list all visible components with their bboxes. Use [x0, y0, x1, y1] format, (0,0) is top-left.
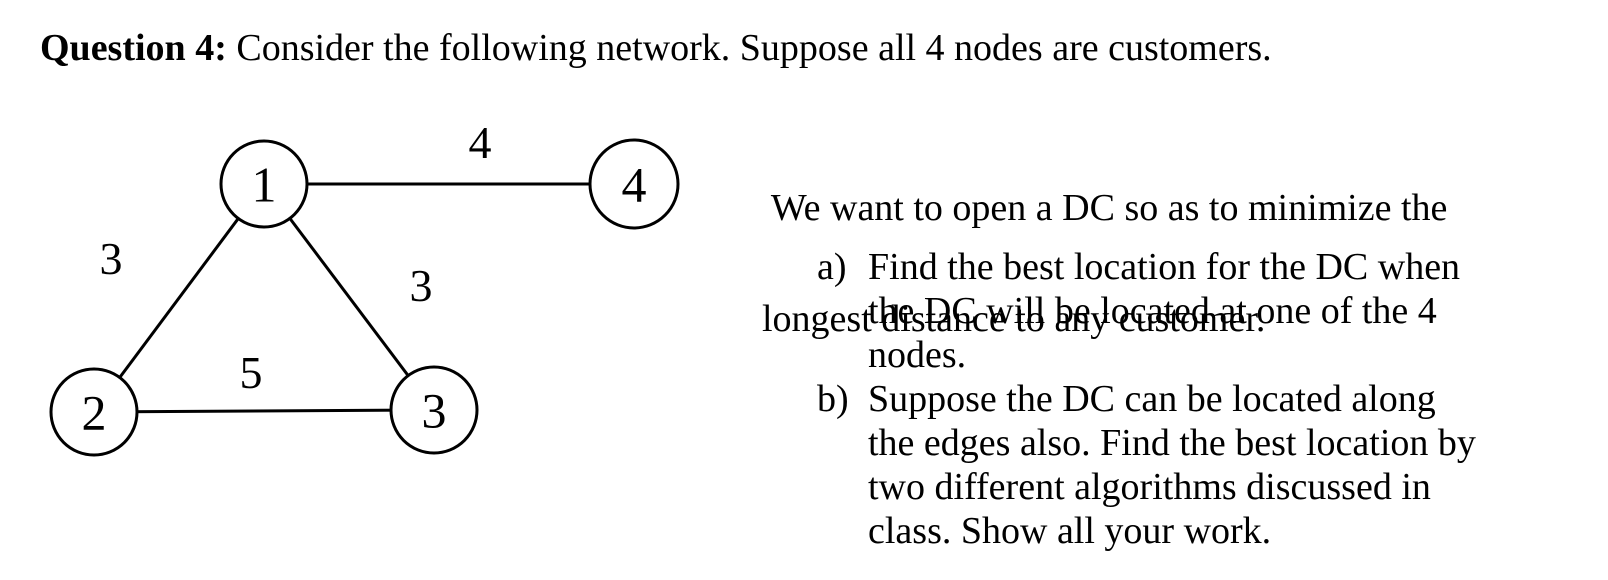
edge-1-3-weight: 3 [410, 260, 433, 311]
question-title: Question 4: Consider the following netwo… [40, 26, 1272, 70]
item-b-marker: b) [817, 378, 849, 420]
node-2-circle [49, 367, 139, 457]
edge-1-2 [92, 183, 266, 413]
network-diagram: 1 2 3 4 4 3 3 5 [0, 0, 720, 580]
node-4-label: 4 [622, 157, 647, 213]
edge-1-4-weight: 4 [469, 117, 492, 168]
item-b-line-1: Suppose the DC can be located along [868, 378, 1436, 420]
edge-2-3 [93, 408, 435, 414]
item-b-line-3: two different algorithms discussed in [868, 466, 1431, 508]
node-1-circle [219, 139, 309, 229]
intro-line-1: We want to open a DC so as to minimize t… [762, 187, 1448, 229]
item-a-marker: a) [817, 246, 847, 288]
item-b-lines: Suppose the DC can be located along the … [868, 377, 1476, 553]
item-b-line-2: the edges also. Find the best location b… [868, 422, 1476, 464]
item-a-lines: Find the best location for the DC when t… [868, 245, 1476, 377]
node-2-label: 2 [82, 385, 107, 441]
node-3-label: 3 [422, 383, 447, 439]
edge-1-3 [262, 183, 436, 411]
question-number: Question 4: [40, 27, 227, 69]
intro-line-2: longest distance to any customer. [762, 298, 1266, 340]
item-a-line-2: the DC will be located at one of the 4 [868, 290, 1437, 332]
item-b-line-4: class. Show all your work. [868, 510, 1272, 552]
network-svg: 1 2 3 4 4 3 3 5 [49, 117, 680, 457]
item-b: b) Suppose the DC can be located along t… [817, 377, 1476, 553]
item-a-line-1: Find the best location for the DC when [868, 246, 1461, 288]
node-3-circle [389, 365, 479, 455]
node-1-label: 1 [252, 157, 277, 213]
item-a-line-3: nodes. [868, 334, 967, 376]
question-title-text: Consider the following network. Suppose … [226, 27, 1272, 69]
node-4-circle [588, 138, 680, 230]
question-items: a) Find the best location for the DC whe… [817, 245, 1476, 553]
edge-1-2-weight: 3 [100, 233, 123, 284]
edge-2-3-weight: 5 [240, 347, 263, 398]
intro-paragraph: We want to open a DC so as to minimize t… [762, 116, 1447, 375]
item-a: a) Find the best location for the DC whe… [817, 245, 1476, 377]
